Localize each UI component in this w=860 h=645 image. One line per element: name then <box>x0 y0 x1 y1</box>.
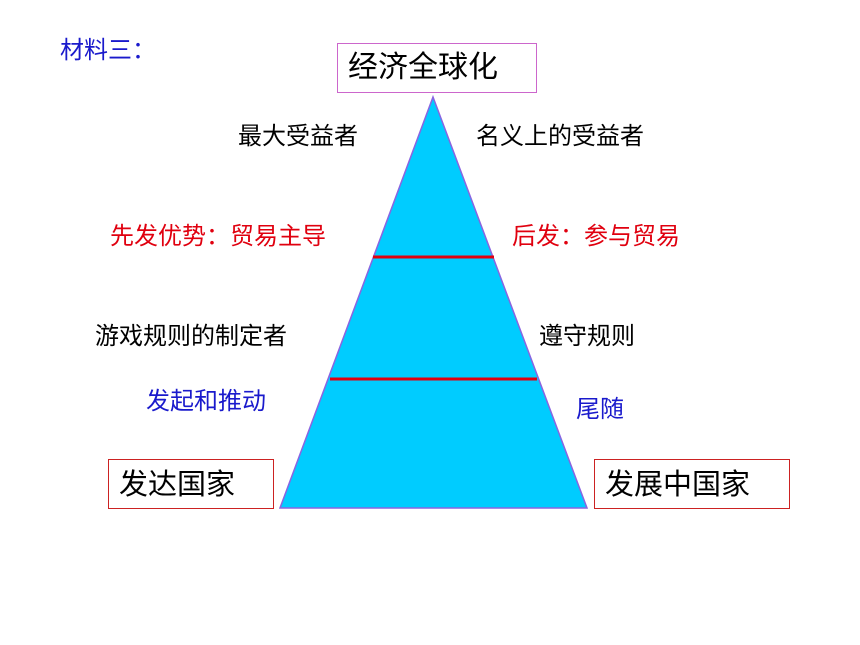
developed-country-box: 发达国家 <box>108 459 274 509</box>
right-advantage-label: 后发：参与贸易 <box>512 222 680 250</box>
right-rule-label: 遵守规则 <box>539 322 635 350</box>
developing-country-label: 发展中国家 <box>605 466 751 501</box>
right-action-label: 尾随 <box>576 395 624 423</box>
material-label: 材料三： <box>60 36 156 64</box>
left-action-label: 发起和推动 <box>146 387 266 415</box>
title-box: 经济全球化 <box>337 43 537 93</box>
developed-country-label: 发达国家 <box>119 466 236 501</box>
left-role-label: 最大受益者 <box>238 122 358 150</box>
developing-country-box: 发展中国家 <box>594 459 790 509</box>
left-rule-label: 游戏规则的制定者 <box>95 322 287 350</box>
page-title: 经济全球化 <box>348 50 498 85</box>
right-role-label: 名义上的受益者 <box>476 122 644 150</box>
left-advantage-label: 先发优势：贸易主导 <box>110 222 326 250</box>
pyramid-triangle <box>278 94 589 509</box>
